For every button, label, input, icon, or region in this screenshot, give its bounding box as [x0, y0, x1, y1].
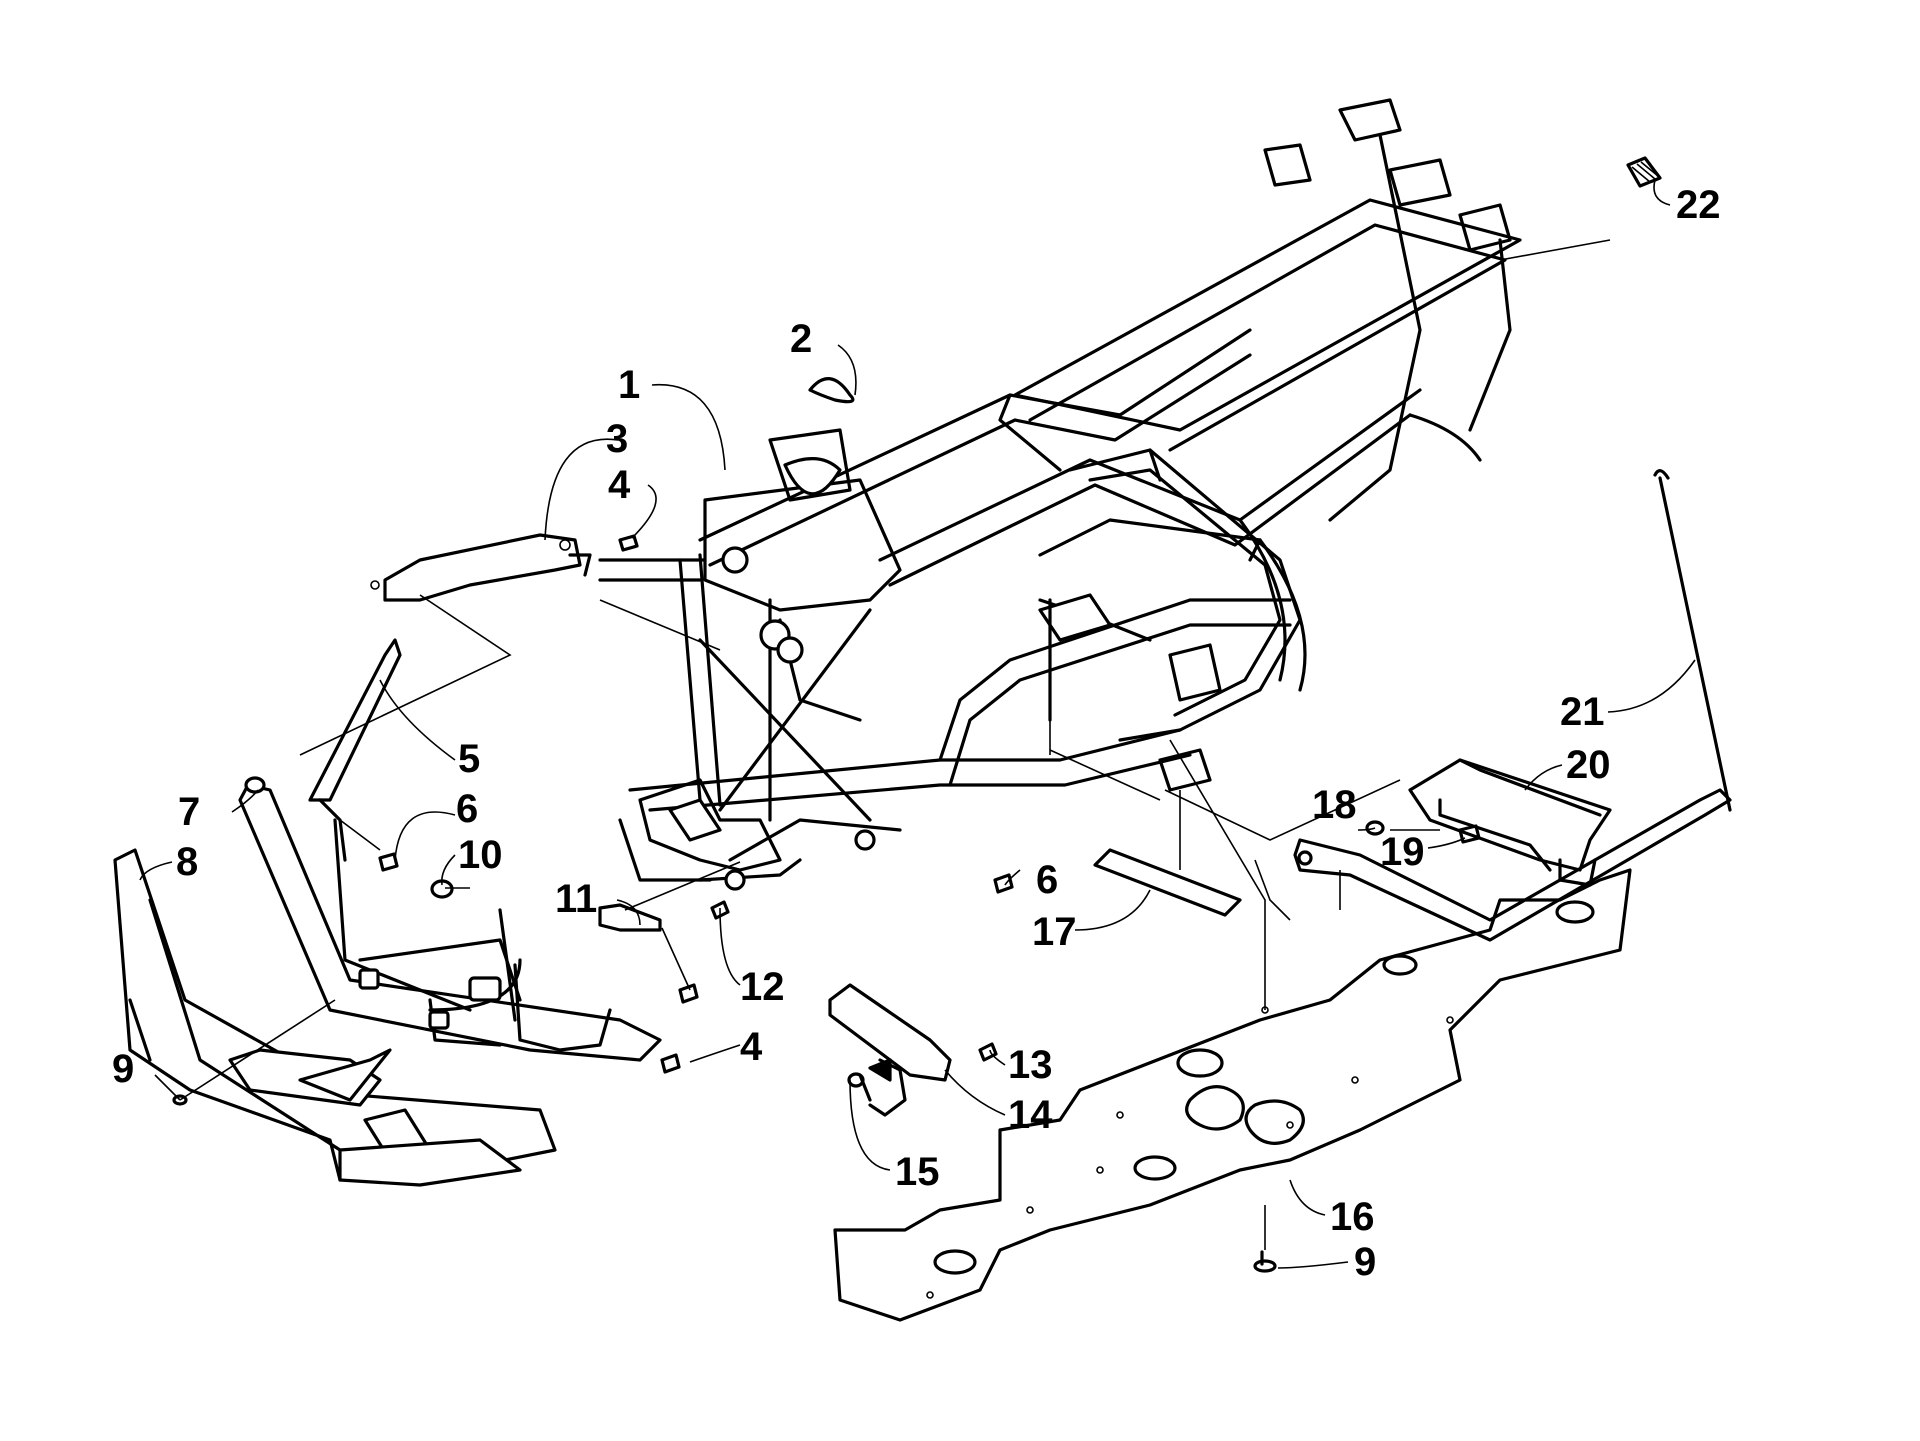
part-7-bumper-tube	[238, 776, 662, 1062]
part-4-bolt-low	[660, 1053, 681, 1074]
callout-4-top: 4	[608, 463, 631, 507]
callout-20: 20	[1566, 743, 1611, 787]
fasteners	[172, 156, 1662, 1273]
part-11-bracket	[598, 903, 662, 932]
part-9-fastener-bottom	[1253, 1259, 1277, 1273]
callout-numbers: 1 2 3 4 4 5 6 6 7 8 9 9 10 11 12 13 14 1…	[112, 183, 1721, 1284]
part-13-bolt	[978, 1042, 998, 1062]
callout-19: 19	[1380, 830, 1425, 874]
part-4-bolt-top	[618, 534, 639, 552]
callout-13: 13	[1008, 1043, 1053, 1087]
callout-4-bottom: 4	[740, 1025, 763, 1069]
callout-10: 10	[458, 833, 503, 877]
callout-8: 8	[176, 840, 198, 884]
part-20-rear-bracket	[1408, 758, 1612, 887]
part-16-skid-plate	[833, 868, 1632, 1322]
part-21-rod	[1653, 469, 1732, 812]
part-2-clip	[808, 377, 855, 404]
part-3-bracket	[370, 533, 592, 602]
callout-14: 14	[1008, 1093, 1053, 1137]
part-17-pad	[1093, 848, 1242, 917]
main-frame	[598, 98, 1522, 891]
callout-9-left: 9	[112, 1047, 134, 1091]
part-6-bolt-right	[993, 873, 1014, 894]
part-22-decal	[1626, 156, 1662, 188]
part-5-strut	[308, 638, 402, 862]
callout-2: 2	[790, 317, 812, 361]
callout-1: 1	[618, 363, 640, 407]
callout-leaders	[139, 179, 1696, 1269]
callout-22: 22	[1676, 183, 1721, 227]
callout-15: 15	[895, 1150, 940, 1194]
callout-6-left: 6	[456, 787, 478, 831]
callout-16: 16	[1330, 1195, 1375, 1239]
part-14-bracket	[828, 983, 952, 1117]
callout-12: 12	[740, 965, 785, 1009]
callout-18: 18	[1312, 783, 1357, 827]
guide-lines	[179, 239, 1611, 1250]
part-6-bolt-left	[378, 852, 399, 872]
callout-17: 17	[1032, 910, 1077, 954]
rear-tube	[1293, 788, 1732, 942]
callout-3: 3	[606, 417, 628, 461]
callout-11: 11	[555, 877, 597, 921]
part-8-bumper-cover	[113, 848, 557, 1187]
callout-7: 7	[178, 790, 200, 834]
callout-5: 5	[458, 737, 480, 781]
callout-9-bottom: 9	[1354, 1240, 1376, 1284]
callout-21: 21	[1560, 690, 1605, 734]
callout-6-right: 6	[1036, 858, 1058, 902]
